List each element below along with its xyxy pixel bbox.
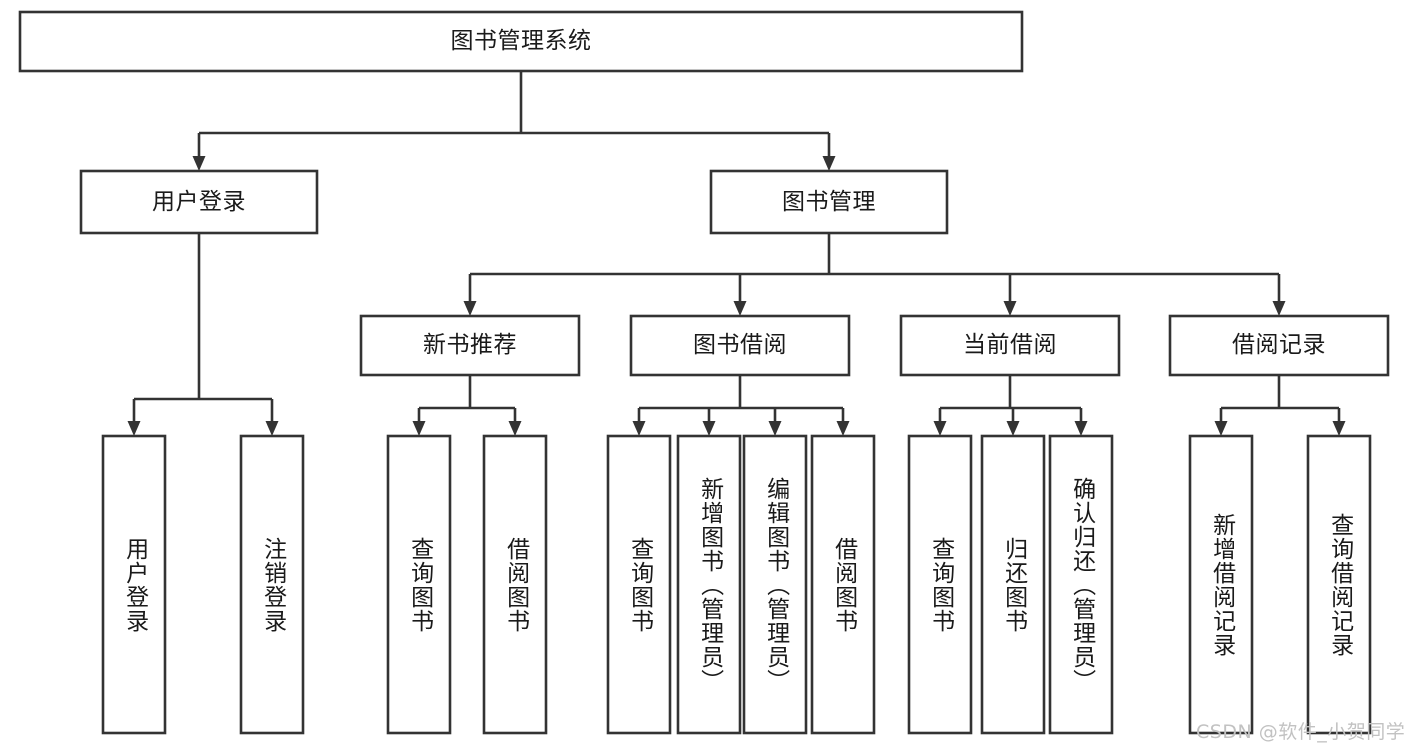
arrow-head-new-book-rec-0 [412, 421, 426, 436]
node-box-leaf-query-book-1 [386, 434, 452, 735]
node-box-current-borrow [899, 314, 1121, 377]
arrow-head-new-book-rec-1 [508, 421, 522, 436]
arrow-head-book-borrow-3 [836, 421, 850, 436]
arrow-head-root-1 [822, 156, 836, 171]
arrow-head-book-manage-1 [733, 301, 747, 316]
arrow-head-borrow-record-0 [1214, 421, 1228, 436]
node-box-new-book-rec [359, 314, 581, 377]
node-box-leaf-query-book-3 [907, 434, 973, 735]
node-box-leaf-return-book [980, 434, 1046, 735]
node-box-book-manage [709, 169, 949, 235]
arrow-head-book-manage-0 [463, 301, 477, 316]
node-box-user-login [79, 169, 319, 235]
arrow-head-user-login-1 [265, 421, 279, 436]
arrow-head-book-manage-2 [1003, 301, 1017, 316]
node-box-leaf-add-record [1188, 434, 1254, 735]
node-box-leaf-borrow-book-2 [810, 434, 876, 735]
arrow-head-user-login-0 [127, 421, 141, 436]
node-box-root [18, 10, 1024, 73]
node-box-book-borrow [629, 314, 851, 377]
node-box-leaf-user-login [101, 434, 167, 735]
arrow-head-borrow-record-1 [1332, 421, 1346, 436]
connector-layer [127, 71, 1346, 436]
node-box-borrow-record [1168, 314, 1390, 377]
node-box-leaf-query-record [1306, 434, 1372, 735]
arrow-head-book-borrow-2 [768, 421, 782, 436]
arrow-head-book-borrow-1 [702, 421, 716, 436]
node-box-leaf-logout [239, 434, 305, 735]
arrow-head-current-borrow-0 [933, 421, 947, 436]
node-box-layer [18, 10, 1390, 735]
arrow-head-current-borrow-2 [1074, 421, 1088, 436]
node-box-leaf-edit-book [742, 434, 808, 735]
node-box-leaf-borrow-book-1 [482, 434, 548, 735]
arrow-head-book-manage-3 [1272, 301, 1286, 316]
node-box-leaf-query-book-2 [606, 434, 672, 735]
arrow-head-current-borrow-1 [1006, 421, 1020, 436]
node-box-leaf-add-book [676, 434, 742, 735]
node-box-leaf-confirm-return [1048, 434, 1114, 735]
arrow-head-book-borrow-0 [632, 421, 646, 436]
arrow-head-root-0 [192, 156, 206, 171]
